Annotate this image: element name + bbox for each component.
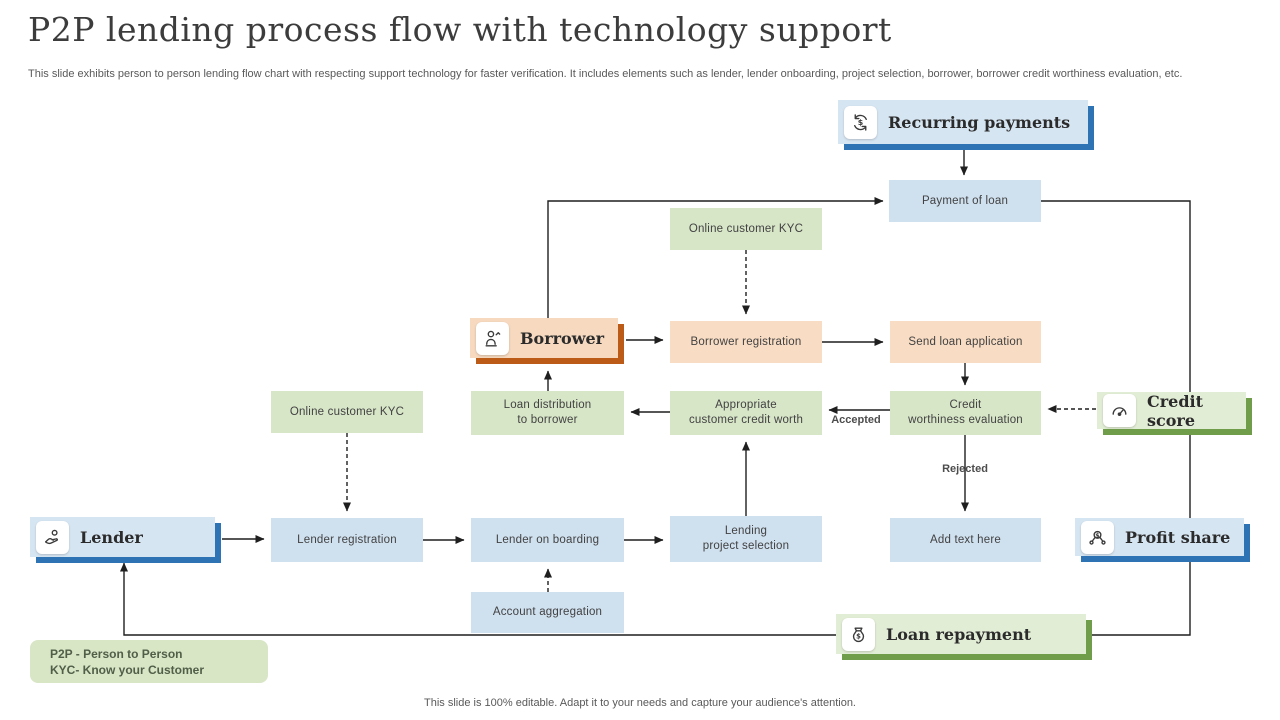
node-lending-project-selection[interactable]: Lending project selection (670, 516, 822, 562)
node-lender-registration[interactable]: Lender registration (271, 518, 423, 562)
node-appropriate-credit-worth[interactable]: Appropriate customer credit worth (670, 391, 822, 435)
node-label: Lender registration (297, 533, 397, 546)
node-payment-of-loan[interactable]: Payment of loan (889, 180, 1041, 222)
node-online-customer-kyc-left[interactable]: Online customer KYC (271, 391, 423, 433)
node-label: Send loan application (908, 335, 1023, 348)
node-label: Account aggregation (492, 606, 603, 618)
node-send-loan-application[interactable]: Send loan application (890, 321, 1041, 363)
node-lender[interactable]: Lender (30, 517, 215, 557)
node-label-line2: to borrower (517, 414, 578, 426)
node-label: Lender on boarding (495, 533, 600, 546)
svg-text:$: $ (858, 118, 863, 127)
node-label: Borrower registration (690, 335, 802, 348)
svg-text:$: $ (856, 632, 861, 640)
page-title: P2P lending process flow with technology… (28, 10, 892, 49)
node-label: Recurring payments (888, 112, 1071, 132)
node-add-text-here[interactable]: Add text here (890, 518, 1041, 562)
node-label: Credit score (1147, 391, 1203, 430)
node-label-line2: project selection (702, 540, 790, 552)
node-label-line1: Appropriate (715, 399, 777, 411)
node-loan-distribution[interactable]: Loan distribution to borrower (471, 391, 624, 435)
loan-repayment-icon: $ (842, 617, 875, 651)
lender-icon (36, 520, 69, 554)
node-label: Add text here (929, 533, 1001, 546)
legend-line-kyc: KYC- Know your Customer (50, 662, 205, 677)
svg-text:$: $ (1095, 532, 1099, 539)
node-label: Online customer KYC (688, 222, 804, 235)
node-label-line1: Loan distribution (503, 399, 592, 411)
node-label: Loan repayment (886, 624, 1032, 644)
borrower-icon (476, 321, 509, 355)
node-loan-repayment[interactable]: $ Loan repayment (836, 614, 1086, 654)
page-subtitle: This slide exhibits person to person len… (28, 68, 1183, 80)
node-lender-onboarding[interactable]: Lender on boarding (471, 518, 624, 562)
node-borrower-registration[interactable]: Borrower registration (670, 321, 822, 363)
node-label: Borrower (520, 328, 605, 348)
credit-score-icon (1103, 394, 1136, 427)
page-footer: This slide is 100% editable. Adapt it to… (424, 697, 856, 709)
node-credit-score[interactable]: Credit score (1097, 391, 1246, 430)
abbreviation-legend[interactable]: P2P - Person to Person KYC- Know your Cu… (30, 640, 268, 683)
node-label: Payment of loan (921, 194, 1009, 207)
node-profit-share[interactable]: $ Profit share (1075, 518, 1244, 556)
edge-label-accepted: Accepted (831, 414, 881, 426)
node-label: Lender (80, 527, 143, 547)
node-label: Profit share (1125, 527, 1231, 547)
profit-share-icon: $ (1081, 520, 1114, 554)
edge-label-rejected: Rejected (942, 463, 988, 475)
node-label-line2: customer credit worth (688, 414, 804, 426)
node-label-line1: Lending (724, 525, 768, 537)
legend-line-p2p: P2P - Person to Person (50, 646, 183, 661)
node-online-customer-kyc-top[interactable]: Online customer KYC (670, 208, 822, 250)
node-credit-worthiness-evaluation[interactable]: Credit worthiness evaluation (890, 391, 1041, 435)
node-borrower[interactable]: Borrower (470, 318, 618, 358)
node-recurring-payments[interactable]: $ Recurring payments (838, 100, 1088, 144)
recurring-payments-icon: $ (844, 105, 877, 139)
node-label: Online customer KYC (289, 405, 405, 418)
node-label-line1: Credit (949, 399, 982, 411)
node-account-aggregation[interactable]: Account aggregation (471, 592, 624, 633)
node-label-line2: worthiness evaluation (908, 414, 1023, 426)
